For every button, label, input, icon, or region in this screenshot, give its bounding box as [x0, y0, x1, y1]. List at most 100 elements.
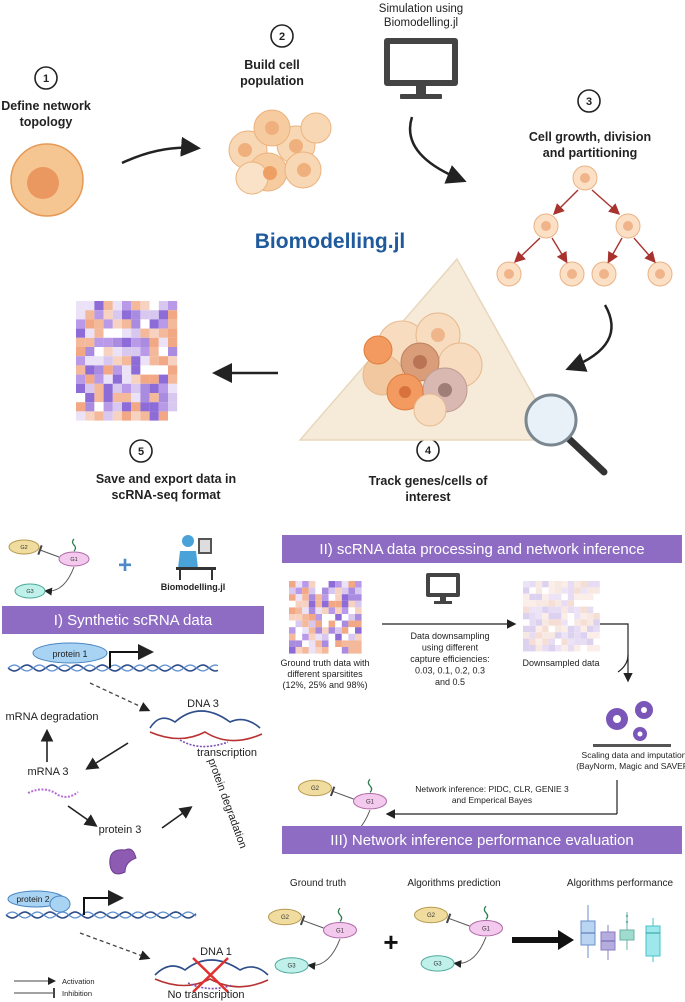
heatmap-cell	[131, 328, 141, 338]
person-computer-icon	[176, 535, 216, 580]
heatmap-cell	[103, 337, 113, 347]
dna-strand-a	[7, 664, 219, 672]
heatmap-cell	[94, 356, 104, 366]
heatmap-cell	[574, 587, 581, 594]
heatmap-cell	[529, 606, 536, 613]
heatmap-cell	[593, 619, 600, 626]
caption-line: (BayNorm, Magic and SAVER)	[576, 761, 685, 771]
heatmap-cell	[103, 310, 113, 320]
no-transcription-label: No transcription	[167, 989, 244, 1001]
heatmap-cell	[580, 581, 587, 588]
heatmap-cell	[315, 620, 322, 628]
heatmap-cell	[355, 600, 362, 608]
dna-strand-a	[5, 911, 197, 919]
algorithms-performance-title: Algorithms performance	[567, 878, 674, 889]
svg-text:2: 2	[279, 31, 285, 43]
heatmap-cell	[535, 645, 543, 652]
caption-line: Ground truth data with	[280, 658, 369, 668]
heatmap-cell	[149, 328, 159, 338]
heatmap-cell	[587, 632, 594, 639]
heatmap-cell	[140, 402, 150, 412]
heatmap-cell	[348, 594, 355, 601]
heatmap-cell	[302, 627, 309, 634]
heatmap-cell	[122, 310, 132, 320]
heatmap-cell	[574, 600, 581, 607]
heatmap-cell	[112, 356, 122, 366]
heatmap-cell	[523, 600, 530, 607]
step-5-badge: 5	[129, 439, 153, 463]
heatmap-cell	[295, 587, 303, 595]
network-node-g2	[268, 908, 302, 926]
heatmap-cell	[289, 587, 296, 595]
heatmap-cell	[529, 645, 536, 652]
heatmap-cell	[158, 356, 168, 366]
heatmap-cell	[574, 632, 581, 639]
heatmap-cell	[574, 581, 581, 588]
heatmap-cell	[302, 607, 309, 614]
tracking-triangle	[298, 257, 560, 441]
dna1-bubble	[154, 959, 269, 990]
heatmap-cell	[315, 647, 322, 654]
heatmap-cell	[593, 638, 600, 645]
heatmap-cell	[76, 301, 86, 311]
heatmap-cell	[542, 625, 549, 633]
heatmap-cell	[308, 640, 316, 647]
heatmap-cell	[315, 600, 322, 608]
simulation-label-line1: Simulation using	[379, 3, 463, 15]
heatmap-cell	[587, 645, 594, 652]
heatmap-cell	[85, 347, 95, 357]
heatmap-cell	[328, 607, 336, 614]
heatmap-cell	[355, 587, 362, 595]
heatmap-cell	[158, 393, 168, 403]
heatmap-cell	[308, 614, 316, 621]
heatmap-cell	[523, 645, 530, 652]
mrna3-strand	[27, 788, 79, 798]
heatmap-cell	[158, 310, 168, 320]
heatmap-cell	[85, 411, 95, 421]
cell-division-tree	[496, 165, 673, 287]
heatmap-cell	[149, 310, 159, 320]
network-node-g2-label: G2	[427, 913, 436, 919]
heatmap-cell	[561, 645, 568, 652]
heatmap-cell	[593, 645, 600, 652]
heatmap-cell	[168, 347, 178, 357]
heatmap-cell	[593, 600, 600, 607]
network-node-g1-label: G1	[482, 926, 491, 932]
heatmap-cell	[76, 393, 86, 403]
heatmap-cell	[94, 365, 104, 375]
heatmap-cell	[308, 647, 316, 654]
heatmap-cell	[355, 594, 362, 601]
heatmap-cell	[168, 374, 178, 384]
heatmap-cell	[112, 402, 122, 412]
network-node-g3-label: G3	[288, 964, 297, 970]
heatmap-cell	[168, 402, 178, 412]
heatmap-cell	[85, 402, 95, 412]
heatmap-cell	[523, 632, 530, 639]
heatmap-cell	[94, 374, 104, 384]
network-node-g1-label: G1	[366, 799, 375, 805]
heatmap-cell	[555, 600, 562, 607]
heatmap-cell	[149, 319, 159, 329]
heatmap-cell	[94, 402, 104, 412]
heatmap-cell	[112, 383, 122, 393]
heatmap-cell	[103, 393, 113, 403]
heatmap-cell	[158, 347, 168, 357]
heatmap-cell	[548, 625, 555, 633]
heatmap-cell	[580, 625, 587, 633]
heatmap-cell	[315, 581, 322, 588]
downsampled-caption: Downsampled data	[522, 658, 599, 668]
caption-line: different sparsitites	[287, 669, 363, 679]
arrow-to-performance	[512, 930, 574, 950]
network-node-g1-label: G1	[70, 557, 77, 563]
network-node-g2-label: G2	[281, 915, 290, 921]
arrow-to-protein-degradation	[161, 806, 193, 829]
heatmap-cell	[158, 301, 168, 311]
plus-sign-top: +	[118, 552, 132, 579]
heatmap-cell	[548, 581, 555, 588]
step-2-label-line1: Build cell	[244, 58, 300, 72]
heatmap-cell	[131, 383, 141, 393]
heatmap-export	[76, 301, 178, 421]
